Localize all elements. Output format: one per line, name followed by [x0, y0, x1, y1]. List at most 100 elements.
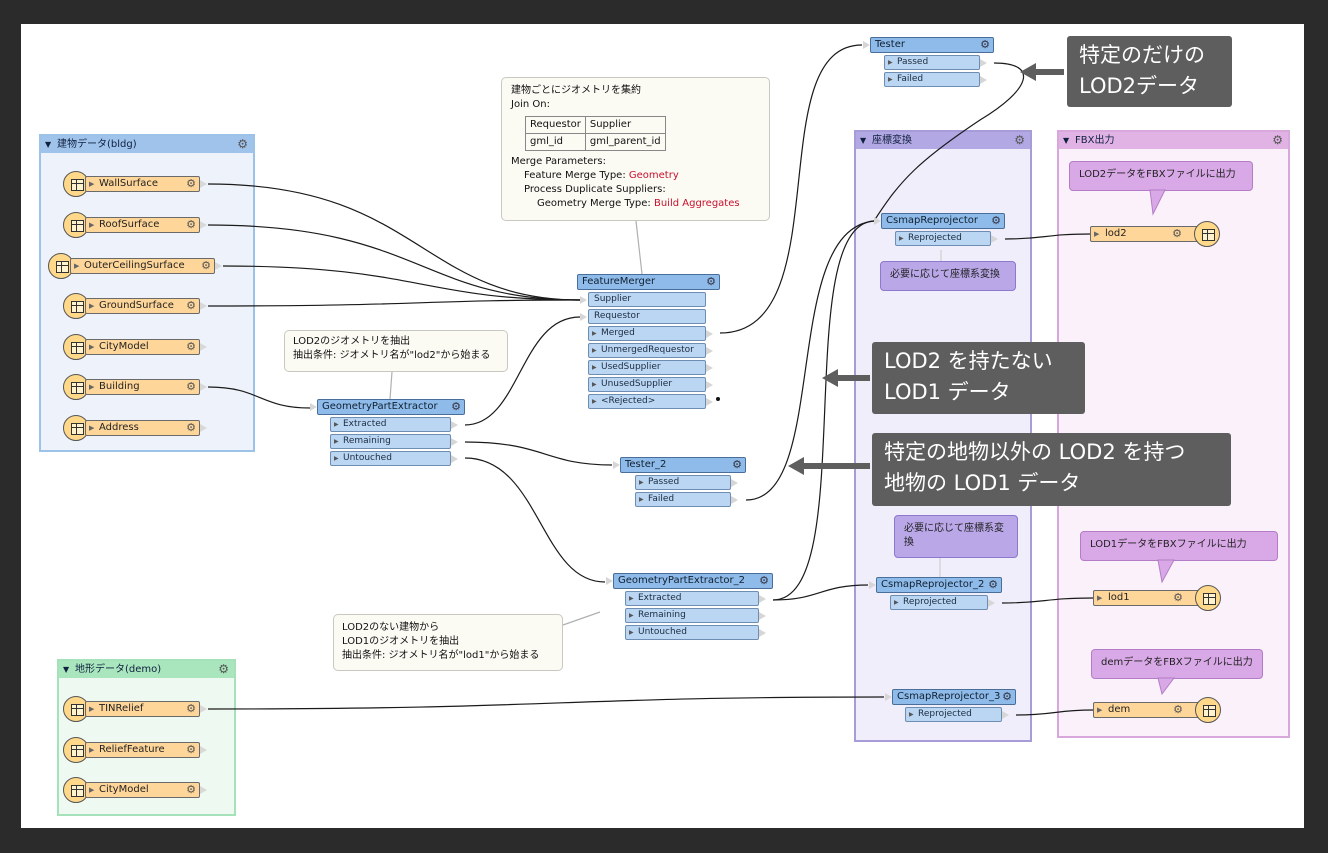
input-port-icon[interactable]	[863, 41, 870, 49]
bookmark-bldg-header[interactable]: ▼建物データ(bldg)⚙	[41, 136, 253, 153]
feature-type-bar[interactable]: ▶Address⚙	[85, 420, 200, 436]
input-port-icon[interactable]	[613, 461, 620, 469]
gear-icon[interactable]: ⚙	[1272, 133, 1283, 147]
input-port-icon[interactable]	[606, 577, 613, 585]
writer-feature-type[interactable]: ▶lod2⚙	[1090, 221, 1222, 247]
output-port-rejected[interactable]: ▶<Rejected>	[588, 394, 713, 409]
collapse-triangle-icon[interactable]: ▼	[45, 140, 52, 149]
gear-icon[interactable]: ⚙	[186, 783, 196, 796]
extract-lod2-annotation[interactable]: LOD2のジオメトリを抽出 抽出条件: ジオメトリ名が"lod2"から始まる	[284, 330, 508, 372]
feature-type-bar[interactable]: ▶RoofSurface⚙	[85, 217, 200, 233]
output-port[interactable]: ▶Failed	[635, 492, 738, 507]
gear-icon[interactable]: ⚙	[1173, 591, 1183, 604]
transformer-header[interactable]: CsmapReprojector_2⚙	[869, 577, 1002, 593]
collapse-triangle-icon[interactable]: ▼	[1063, 136, 1070, 145]
output-port-icon[interactable]	[706, 330, 713, 338]
output-port-icon[interactable]	[980, 59, 987, 67]
output-port[interactable]: ▶Passed	[635, 475, 738, 490]
extract-lod1-annotation[interactable]: LOD2のない建物から LOD1のジオメトリを抽出 抽出条件: ジオメトリ名が"…	[333, 614, 563, 671]
transformer-geometrypartextractor[interactable]: GeometryPartExtractor⚙ ▶Extracted ▶Remai…	[310, 399, 465, 466]
transformer-header[interactable]: FeatureMerger⚙	[577, 274, 720, 290]
transformer-header[interactable]: CsmapReprojector⚙	[874, 213, 1005, 229]
collapse-triangle-icon[interactable]: ▼	[63, 665, 70, 674]
bookmark-demo-header[interactable]: ▼地形データ(demo)⚙	[59, 661, 234, 678]
output-port[interactable]: ▶Extracted	[625, 591, 766, 606]
output-port[interactable]: ▶Remaining	[330, 434, 458, 449]
reader-feature-type[interactable]: ▶RoofSurface⚙	[63, 212, 208, 238]
gear-icon[interactable]: ⚙	[759, 574, 769, 587]
reader-feature-type[interactable]: ▶TINRelief⚙	[63, 696, 208, 722]
output-port-icon[interactable]	[706, 364, 713, 372]
output-port-icon[interactable]	[706, 398, 713, 406]
reader-feature-type[interactable]: ▶CityModel⚙	[63, 334, 208, 360]
feature-type-bar[interactable]: ▶GroundSurface⚙	[85, 298, 200, 314]
output-port-icon[interactable]	[200, 343, 207, 351]
transformer-csmapreprojector[interactable]: CsmapReprojector⚙ ▶Reprojected	[874, 213, 1005, 246]
output-port-icon[interactable]	[215, 262, 222, 270]
output-port[interactable]: ▶Extracted	[330, 417, 458, 432]
output-port-icon[interactable]	[451, 455, 458, 463]
gear-icon[interactable]: ⚙	[201, 259, 211, 272]
output-port-icon[interactable]	[200, 705, 207, 713]
output-port[interactable]: ▶Remaining	[625, 608, 766, 623]
reader-feature-type[interactable]: ▶GroundSurface⚙	[63, 293, 208, 319]
gear-icon[interactable]: ⚙	[1002, 690, 1012, 703]
gear-icon[interactable]: ⚙	[218, 662, 229, 676]
output-port-icon[interactable]	[200, 302, 207, 310]
output-port-icon[interactable]	[991, 235, 998, 243]
reader-feature-type[interactable]: ▶CityModel⚙	[63, 777, 208, 803]
bookmark-fbx-header[interactable]: ▼FBX出力⚙	[1059, 132, 1288, 149]
output-port[interactable]: ▶Untouched	[330, 451, 458, 466]
output-port[interactable]: ▶UnusedSupplier	[588, 377, 713, 392]
transformer-tester[interactable]: Tester⚙ ▶Passed ▶Failed	[863, 37, 994, 87]
gear-icon[interactable]: ⚙	[186, 218, 196, 231]
feature-type-bar[interactable]: ▶CityModel⚙	[85, 339, 200, 355]
output-port[interactable]: ▶Untouched	[625, 625, 766, 640]
output-port-icon[interactable]	[1002, 711, 1009, 719]
reproj-annotation-2[interactable]: 必要に応じて座標系変換	[894, 515, 1018, 558]
output-port-icon[interactable]	[200, 424, 207, 432]
reader-feature-type[interactable]: ▶Building⚙	[63, 374, 208, 400]
reader-feature-type[interactable]: ▶WallSurface⚙	[63, 171, 208, 197]
gear-icon[interactable]: ⚙	[186, 380, 196, 393]
transformer-header[interactable]: Tester_2⚙	[613, 457, 746, 473]
output-port-icon[interactable]	[200, 746, 207, 754]
gear-icon[interactable]: ⚙	[237, 137, 248, 151]
out-lod2-annotation[interactable]: LOD2データをFBXファイルに出力	[1069, 161, 1253, 191]
input-port-icon[interactable]	[869, 581, 876, 589]
reader-feature-type[interactable]: ▶OuterCeilingSurface⚙	[48, 253, 223, 279]
input-port-icon[interactable]	[580, 296, 587, 304]
reproj-annotation-1[interactable]: 必要に応じて座標系変換	[880, 261, 1016, 291]
writer-feature-type[interactable]: ▶dem⚙	[1093, 697, 1223, 723]
output-port-icon[interactable]	[451, 421, 458, 429]
writer-feature-type[interactable]: ▶lod1⚙	[1093, 585, 1223, 611]
output-port-icon[interactable]	[200, 180, 207, 188]
output-port[interactable]: ▶Reprojected	[905, 707, 1009, 722]
output-port[interactable]: ▶Reprojected	[890, 595, 995, 610]
transformer-csmapreprojector-2[interactable]: CsmapReprojector_2⚙ ▶Reprojected	[869, 577, 1002, 610]
output-port[interactable]: ▶Reprojected	[895, 231, 998, 246]
transformer-header[interactable]: Tester⚙	[863, 37, 994, 53]
output-port-icon[interactable]	[731, 496, 738, 504]
output-port-icon[interactable]	[759, 629, 766, 637]
transformer-csmapreprojector-3[interactable]: CsmapReprojector_3⚙ ▶Reprojected	[885, 689, 1016, 722]
feature-type-bar[interactable]: ▶WallSurface⚙	[85, 176, 200, 192]
output-port-icon[interactable]	[731, 479, 738, 487]
transformer-header[interactable]: GeometryPartExtractor⚙	[310, 399, 465, 415]
gear-icon[interactable]: ⚙	[186, 299, 196, 312]
input-port-icon[interactable]	[580, 313, 587, 321]
gear-icon[interactable]: ⚙	[1172, 227, 1182, 240]
gear-icon[interactable]: ⚙	[1173, 703, 1183, 716]
input-port-supplier[interactable]: Supplier	[580, 292, 706, 307]
output-port-icon[interactable]	[200, 786, 207, 794]
feature-type-bar[interactable]: ▶CityModel⚙	[85, 782, 200, 798]
transformer-geometrypartextractor-2[interactable]: GeometryPartExtractor_2⚙ ▶Extracted ▶Rem…	[606, 573, 773, 640]
output-port-icon[interactable]	[706, 381, 713, 389]
output-port[interactable]: ▶Merged	[588, 326, 713, 341]
output-port[interactable]: ▶Failed	[884, 72, 987, 87]
gear-icon[interactable]: ⚙	[451, 400, 461, 413]
feature-type-bar[interactable]: ▶Building⚙	[85, 379, 200, 395]
transformer-header[interactable]: CsmapReprojector_3⚙	[885, 689, 1016, 705]
output-port-icon[interactable]	[200, 221, 207, 229]
bookmark-reproj-header[interactable]: ▼座標変換⚙	[856, 132, 1030, 149]
